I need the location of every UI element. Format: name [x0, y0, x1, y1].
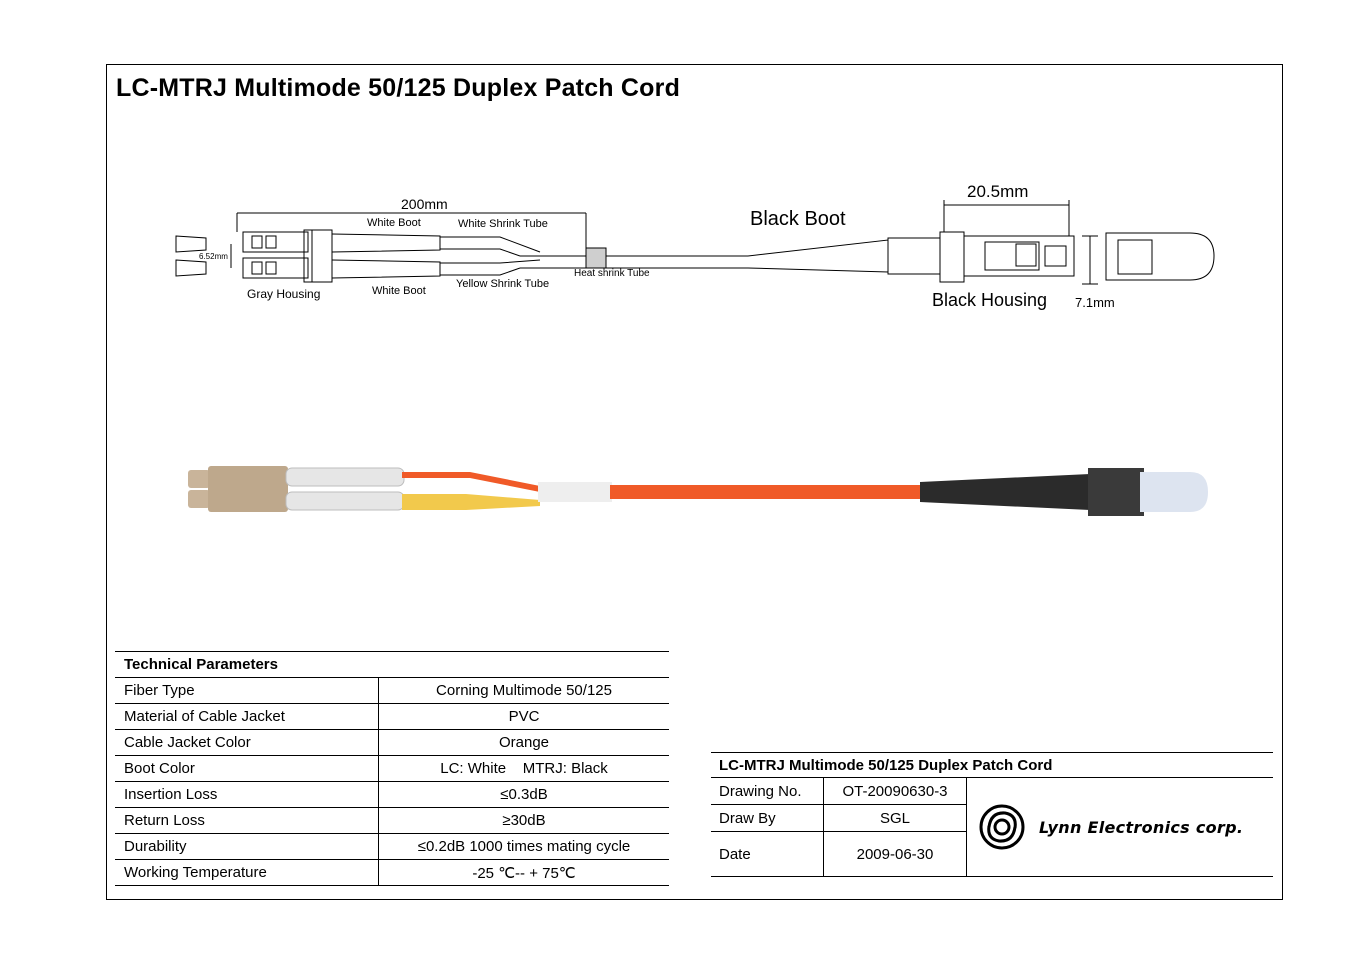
table-row: Durability≤0.2dB 1000 times mating cycle: [115, 833, 669, 860]
date-value: 2009-06-30: [823, 831, 967, 877]
param-name: Working Temperature: [115, 859, 379, 886]
label-black-boot: Black Boot: [750, 208, 846, 230]
product-photo: [188, 466, 1208, 516]
param-value: Orange: [378, 729, 669, 756]
dim-200mm: 200mm: [401, 196, 448, 212]
title-block: LC-MTRJ Multimode 50/125 Duplex Patch Co…: [711, 752, 1273, 877]
drawing-no-value: OT-20090630-3: [823, 777, 967, 805]
param-value: -25 ℃-- + 75℃: [378, 859, 669, 886]
dim-20-5mm: 20.5mm: [967, 182, 1028, 201]
label-gray-housing: Gray Housing: [247, 287, 320, 301]
param-name: Insertion Loss: [115, 781, 379, 808]
draw-by-value: SGL: [823, 804, 967, 832]
param-value: Corning Multimode 50/125: [378, 677, 669, 704]
table-row: Insertion Loss≤0.3dB: [115, 781, 669, 808]
page-title: LC-MTRJ Multimode 50/125 Duplex Patch Co…: [116, 74, 681, 102]
param-value: PVC: [378, 703, 669, 730]
dim-652mm: 6.52mm: [199, 252, 228, 261]
param-name: Durability: [115, 833, 379, 860]
date-label: Date: [711, 831, 824, 877]
param-value: ≥30dB: [378, 807, 669, 834]
company-name: Lynn Electronics corp.: [1039, 817, 1244, 837]
label-black-housing: Black Housing: [932, 290, 1047, 310]
title-block-heading: LC-MTRJ Multimode 50/125 Duplex Patch Co…: [711, 752, 1273, 778]
param-value: ≤0.3dB: [378, 781, 669, 808]
label-white-boot-top: White Boot: [367, 217, 421, 229]
dim-7-1mm: 7.1mm: [1075, 295, 1115, 310]
label-heat-shrink-tube: Heat shrink Tube: [574, 268, 650, 279]
param-name: Fiber Type: [115, 677, 379, 704]
label-white-boot-bottom: White Boot: [372, 285, 426, 297]
label-yellow-shrink-tube: Yellow Shrink Tube: [456, 278, 549, 290]
param-value: LC: White MTRJ: Black: [378, 755, 669, 782]
param-name: Return Loss: [115, 807, 379, 834]
drawing-frame: [106, 64, 1283, 900]
company-logo-cell: Lynn Electronics corp.: [966, 777, 1273, 877]
drawing-no-label: Drawing No.: [711, 777, 824, 805]
draw-by-label: Draw By: [711, 804, 824, 832]
label-white-shrink-tube: White Shrink Tube: [458, 218, 548, 230]
table-row: Working Temperature-25 ℃-- + 75℃: [115, 859, 669, 886]
param-value: ≤0.2dB 1000 times mating cycle: [378, 833, 669, 860]
cable-drawing: 200mm White Boot White Shrink Tube 6.52m…: [175, 182, 1215, 516]
tech-heading: Technical Parameters: [115, 651, 669, 678]
param-name: Material of Cable Jacket: [115, 703, 379, 730]
param-name: Cable Jacket Color: [115, 729, 379, 756]
table-row: Return Loss≥30dB: [115, 807, 669, 834]
param-name: Boot Color: [115, 755, 379, 782]
swirl-logo-icon: [979, 804, 1025, 850]
